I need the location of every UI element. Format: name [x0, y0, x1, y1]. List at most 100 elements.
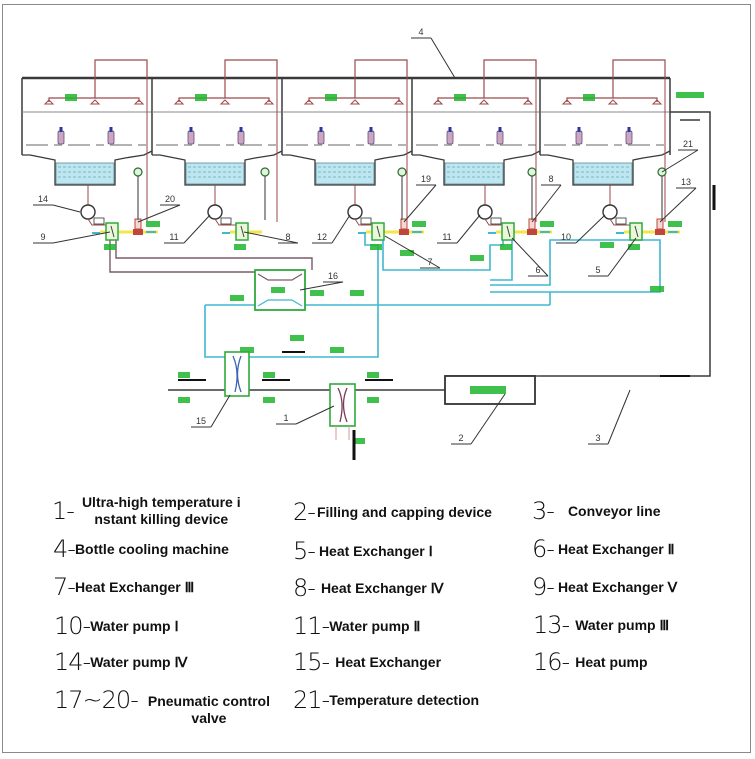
legend-item-1: 1- Ultra-high temperature i nstant killi…	[52, 494, 241, 528]
annotation-mark	[234, 244, 246, 250]
callout-4: 4	[411, 27, 456, 79]
annotation-mark	[353, 438, 365, 444]
callout-leader	[456, 214, 481, 244]
spray-nozzle-icon	[478, 99, 490, 105]
legend-label-line2: nstant killing device	[94, 511, 229, 527]
bottle-cap	[448, 127, 452, 132]
water-tank	[444, 162, 504, 185]
callout-leader	[575, 214, 606, 244]
legend-item-10: 10- Water pump Ⅰ	[54, 612, 179, 640]
figure-frame	[2, 4, 751, 753]
module-hopper	[22, 150, 153, 186]
bottle-body	[237, 130, 245, 145]
callout-number: 6	[535, 265, 540, 275]
annotation-mark	[178, 372, 190, 378]
annotation-mark	[583, 94, 595, 101]
pump-outlet-pipe	[609, 218, 632, 226]
components	[80, 167, 682, 460]
flow-meter-icon	[490, 217, 502, 225]
bottle-body	[625, 130, 633, 145]
spray-supply-pipe	[94, 59, 148, 98]
pump-outlet-pipe	[87, 218, 108, 226]
legend-number: 21-	[293, 686, 330, 714]
annotation-mark	[540, 221, 554, 227]
conveyor-return-line	[540, 111, 711, 377]
annotation-mark	[310, 290, 324, 296]
valve-actuator	[528, 218, 536, 230]
callout-11: 11	[164, 214, 211, 244]
heat-exchanger-plate	[634, 225, 639, 238]
annotation-mark	[271, 287, 285, 293]
annotation-mark	[178, 397, 190, 403]
module-hopper	[540, 150, 671, 186]
spray-nozzle-icon	[432, 99, 444, 105]
cooling-module	[21, 59, 153, 222]
legend-item-17-20: 17~20- Pneumatic control valve	[54, 686, 270, 727]
annotation-mark	[350, 290, 364, 296]
legend-label: Heat Exchanger Ⅳ	[320, 579, 444, 596]
spray-nozzle-icon	[263, 99, 275, 105]
water-tank	[55, 162, 115, 185]
annotation-mark	[454, 94, 466, 101]
cold-water-loop	[204, 232, 379, 358]
callout-2: 2	[451, 393, 506, 445]
spray-supply-pipe	[612, 59, 666, 98]
spray-nozzle-icon	[651, 99, 663, 105]
legend-number: 3-	[532, 497, 555, 525]
bottle-icon	[625, 127, 633, 145]
annotation-mark	[263, 397, 275, 403]
heat-pump-supply-pipe	[109, 240, 255, 273]
annotation-mark	[650, 286, 664, 292]
legend-number: 1-	[52, 497, 75, 525]
callout-leader	[137, 204, 181, 223]
steam-pipe	[335, 426, 350, 440]
legend-number: 4-	[53, 535, 76, 563]
bottle-icon	[187, 127, 195, 145]
bottle-icon	[317, 127, 325, 145]
water-pump-icon	[347, 204, 363, 220]
callout-leader	[295, 405, 335, 425]
annotation-mark	[65, 94, 77, 101]
legend-item-15: 15- Heat Exchanger	[293, 648, 441, 676]
legend-label: Heat Exchanger Ⅰ	[318, 542, 433, 559]
valve-actuator	[400, 218, 408, 230]
callout-leader	[607, 237, 637, 277]
temperature-sensor-icon	[527, 167, 537, 177]
water-pump-icon	[477, 204, 493, 220]
cooling-module	[151, 59, 283, 222]
bottle-body	[107, 130, 115, 145]
module-hopper	[412, 150, 541, 186]
legend-item-14: 14- Water pump Ⅳ	[54, 648, 187, 676]
flow-meter-icon	[220, 217, 232, 225]
spray-supply-pipe	[224, 59, 278, 98]
temperature-sensor-icon	[260, 167, 270, 177]
legend-number: 16-	[533, 648, 570, 676]
legend-label-line2: valve	[191, 710, 227, 726]
legend-item-16: 16- Heat pump	[533, 648, 648, 676]
legend-number: 17~20-	[54, 686, 139, 714]
callout-8: 8	[243, 231, 299, 244]
callout-leader	[430, 37, 456, 79]
legend-item-13: 13- Water pump Ⅲ	[533, 611, 669, 639]
legend-label: Heat Exchanger	[335, 654, 442, 670]
callout-8: 8	[531, 174, 562, 223]
spray-nozzle-icon	[303, 99, 315, 105]
spray-nozzle-icon	[522, 99, 534, 105]
legend-number: 6-	[532, 535, 555, 563]
bottle-cooling-machine	[21, 59, 671, 222]
pneumatic-valve-icon	[527, 229, 537, 235]
callout-leader	[384, 235, 441, 269]
annotation-mark	[412, 221, 426, 227]
legend-item-4: 4- Bottle cooling machine	[53, 535, 229, 563]
legend-label: Water pump Ⅳ	[90, 653, 188, 670]
legend-label: Filling and capping device	[316, 504, 492, 520]
callout-number: 8	[285, 232, 290, 242]
heat-exchanger-plate	[110, 225, 115, 238]
callout-leader	[210, 394, 231, 428]
flow-meter-icon	[360, 217, 372, 225]
legend-item-11: 11- Water pump Ⅱ	[293, 612, 420, 640]
callout-number: 12	[317, 232, 327, 242]
legend-number: 9-	[532, 573, 555, 601]
uht-sterilizer-icon	[329, 383, 356, 427]
